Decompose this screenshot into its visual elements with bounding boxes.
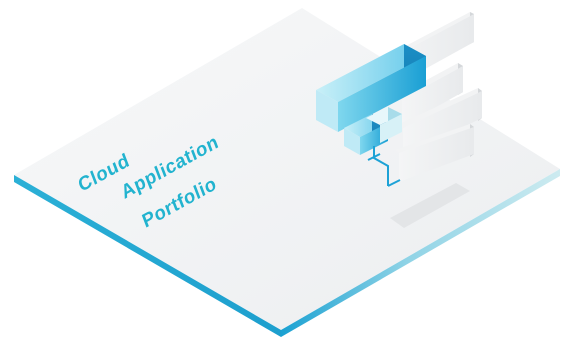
bars-cluster <box>316 12 482 228</box>
platform-edge-left <box>14 175 281 337</box>
platform-top <box>14 8 560 330</box>
bar-shadow-footprint <box>390 183 470 228</box>
platform-edge-right <box>281 169 560 337</box>
gray-bar-4 <box>395 124 474 182</box>
blue-bar-large <box>316 44 426 132</box>
platform <box>14 8 560 337</box>
connector-lines <box>367 146 401 187</box>
light-cube <box>366 107 402 143</box>
gray-bar-3 <box>399 88 482 156</box>
